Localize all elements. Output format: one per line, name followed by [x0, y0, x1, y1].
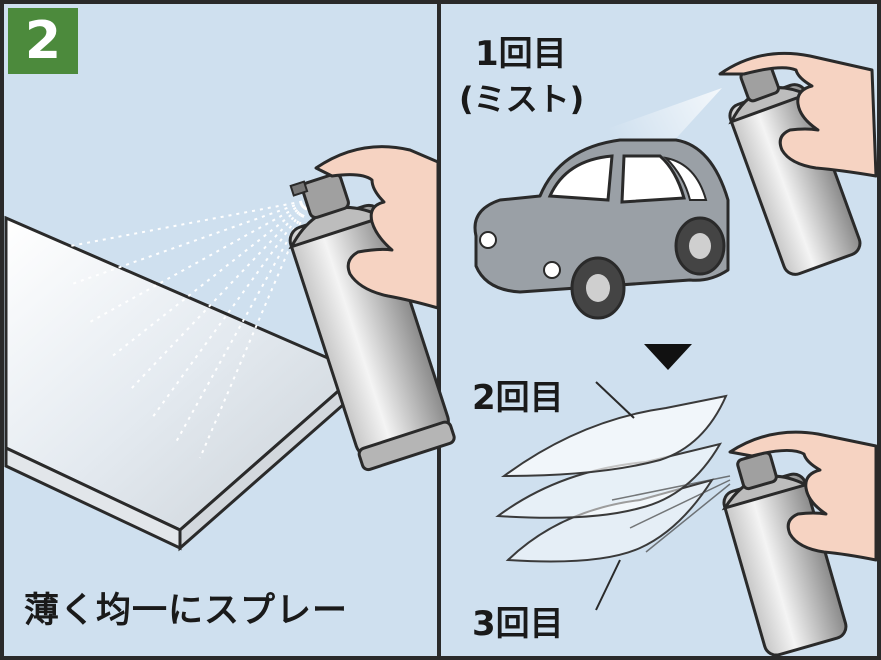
step-number-badge: 2	[8, 8, 78, 74]
down-arrow-icon	[644, 344, 692, 370]
spray-instruction-caption: 薄く均一にスプレー	[24, 591, 349, 631]
pass-2-label: 2回目	[472, 378, 564, 418]
coating-layers-icon	[495, 381, 731, 611]
spray-can-icon	[288, 172, 456, 472]
hand-icon-top	[718, 51, 878, 178]
pass-1-note: (ミスト)	[459, 80, 585, 118]
hand-icon	[314, 145, 440, 310]
panel-board-icon	[4, 215, 363, 552]
pass-1-label: 1回目	[475, 34, 567, 74]
car-icon	[473, 138, 730, 320]
spray-mist-icon	[59, 199, 311, 459]
hand-icon-bottom	[728, 430, 878, 562]
pass-3-label: 3回目	[472, 604, 564, 644]
